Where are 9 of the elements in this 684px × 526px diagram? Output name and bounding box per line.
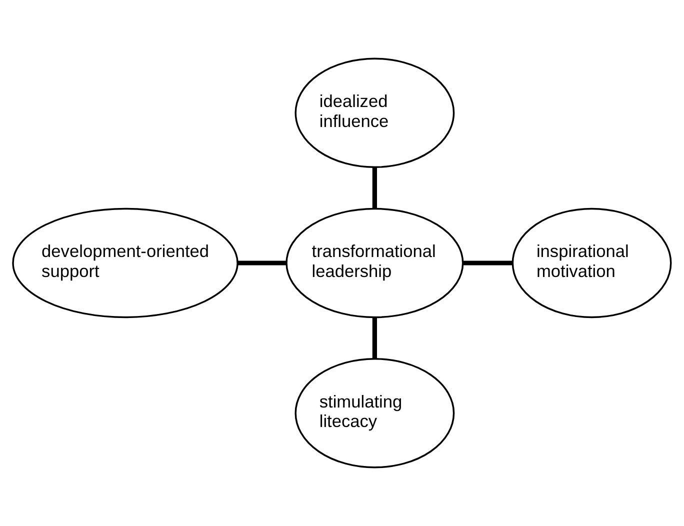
connector	[372, 167, 377, 209]
node-ellipse: stimulating litecacy	[294, 358, 455, 468]
connector	[238, 260, 286, 266]
node-ellipse: development-oriented support	[12, 208, 238, 318]
node-ellipse: inspirational motivation	[512, 208, 672, 318]
connector	[462, 260, 512, 266]
node-ellipse: transformational leadership	[286, 208, 464, 318]
node-ellipse: idealized influence	[294, 58, 455, 168]
connector	[372, 318, 377, 359]
